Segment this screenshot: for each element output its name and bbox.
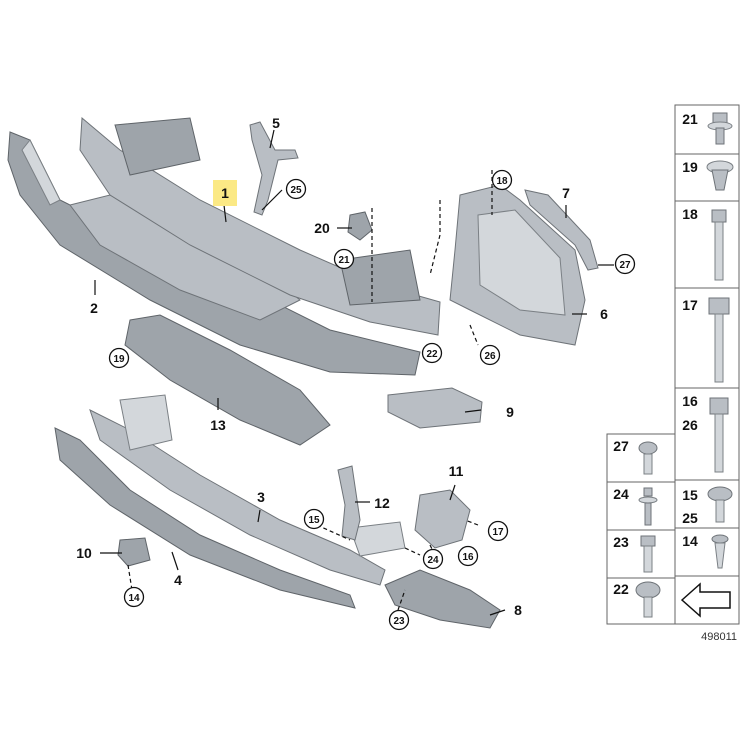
screw-15-25-icon: [707, 486, 733, 523]
diagram-reference-number: 498011: [701, 631, 737, 643]
screw-21-icon: [707, 112, 733, 145]
label-part-7: 7: [562, 185, 570, 201]
part-5-bracket: [249, 121, 299, 216]
table-label-16: 16: [682, 393, 698, 409]
label-part-4: 4: [174, 572, 182, 588]
direction-arrow-icon: [680, 582, 731, 618]
part-7-strip: [524, 189, 599, 271]
table-label-15: 15: [682, 487, 698, 503]
callout-circle-22: 22: [421, 342, 443, 364]
nut-19-icon: [706, 160, 734, 191]
part-8-grille: [384, 569, 501, 629]
bolt-18-icon: [711, 209, 727, 281]
svg-text:21: 21: [338, 255, 350, 266]
svg-text:24: 24: [427, 555, 439, 566]
table-label-21: 21: [682, 111, 698, 127]
callout-circle-23: 23: [388, 609, 410, 631]
part-1-carrier: [79, 116, 441, 336]
svg-text:26: 26: [484, 351, 496, 362]
callout-circle-26: 26: [479, 344, 501, 366]
svg-text:23: 23: [393, 616, 405, 627]
svg-text:27: 27: [619, 260, 631, 271]
callout-circle-17: 17: [487, 520, 509, 542]
screw-22-icon: [635, 581, 661, 618]
part-1-highlight: [213, 180, 237, 206]
part-2-absorber: [7, 131, 421, 376]
table-label-22: 22: [613, 581, 629, 597]
label-part-6: 6: [600, 306, 608, 322]
callout-circle-24: 24: [422, 548, 444, 570]
leader-lines: [94, 129, 614, 616]
screw-24-icon: [638, 487, 658, 526]
part-9-block: [387, 387, 483, 429]
callout-circle-19: 19: [108, 347, 130, 369]
svg-text:16: 16: [462, 552, 474, 563]
svg-text:14: 14: [128, 593, 140, 604]
dashed-leaders: [127, 170, 493, 611]
svg-text:22: 22: [426, 349, 438, 360]
bolt-16-26-icon: [709, 397, 729, 473]
callout-circle-14: 14: [123, 586, 145, 608]
svg-text:17: 17: [492, 527, 504, 538]
table-label-27: 27: [613, 438, 629, 454]
label-part-8: 8: [514, 602, 522, 618]
clip-14-icon: [711, 534, 729, 569]
callout-circle-21: 21: [333, 248, 355, 270]
table-label-18: 18: [682, 206, 698, 222]
bolt-17-icon: [708, 297, 730, 383]
table-label-23: 23: [613, 534, 629, 550]
label-part-9: 9: [506, 404, 514, 420]
table-label-14: 14: [682, 533, 698, 549]
label-part-1: 1: [221, 185, 229, 201]
circled-callouts: 25 18 27 21 22 26 19 15 17 16 24 14 23: [108, 169, 636, 631]
table-label-25: 25: [682, 510, 698, 526]
callout-circle-15: 15: [303, 508, 325, 530]
callout-circle-16: 16: [457, 545, 479, 567]
callout-circle-25: 25: [285, 178, 307, 200]
part-6-bracket: [449, 184, 586, 346]
table-label-26: 26: [682, 417, 698, 433]
label-part-11: 11: [449, 463, 464, 479]
svg-text:19: 19: [113, 354, 125, 365]
svg-text:15: 15: [308, 515, 320, 526]
label-part-20: 20: [314, 220, 330, 236]
callout-circle-27: 27: [614, 253, 636, 275]
label-part-2: 2: [90, 300, 98, 316]
svg-text:25: 25: [290, 185, 302, 196]
screw-27-icon: [638, 441, 658, 475]
label-part-13: 13: [210, 417, 226, 433]
part-11-bracket: [414, 489, 471, 549]
label-part-3: 3: [257, 489, 265, 505]
table-label-19: 19: [682, 159, 698, 175]
part-3-beam: [89, 394, 406, 586]
label-part-12: 12: [374, 495, 390, 511]
svg-text:18: 18: [496, 176, 508, 187]
table-label-24: 24: [613, 486, 629, 502]
fastener-table: 21 19 18 17 16 26 15 25 14 27 24 23 22: [606, 104, 740, 625]
screw-23-icon: [640, 535, 656, 573]
label-part-10: 10: [76, 545, 92, 561]
part-20-clip: [347, 211, 373, 241]
callout-circle-18: 18: [491, 169, 513, 191]
part-12-bracket: [337, 465, 361, 541]
part-13-support: [124, 314, 331, 446]
label-part-5: 5: [272, 115, 280, 131]
part-10-piece: [117, 537, 151, 567]
part-4-strip: [54, 427, 356, 609]
table-label-17: 17: [682, 297, 698, 313]
